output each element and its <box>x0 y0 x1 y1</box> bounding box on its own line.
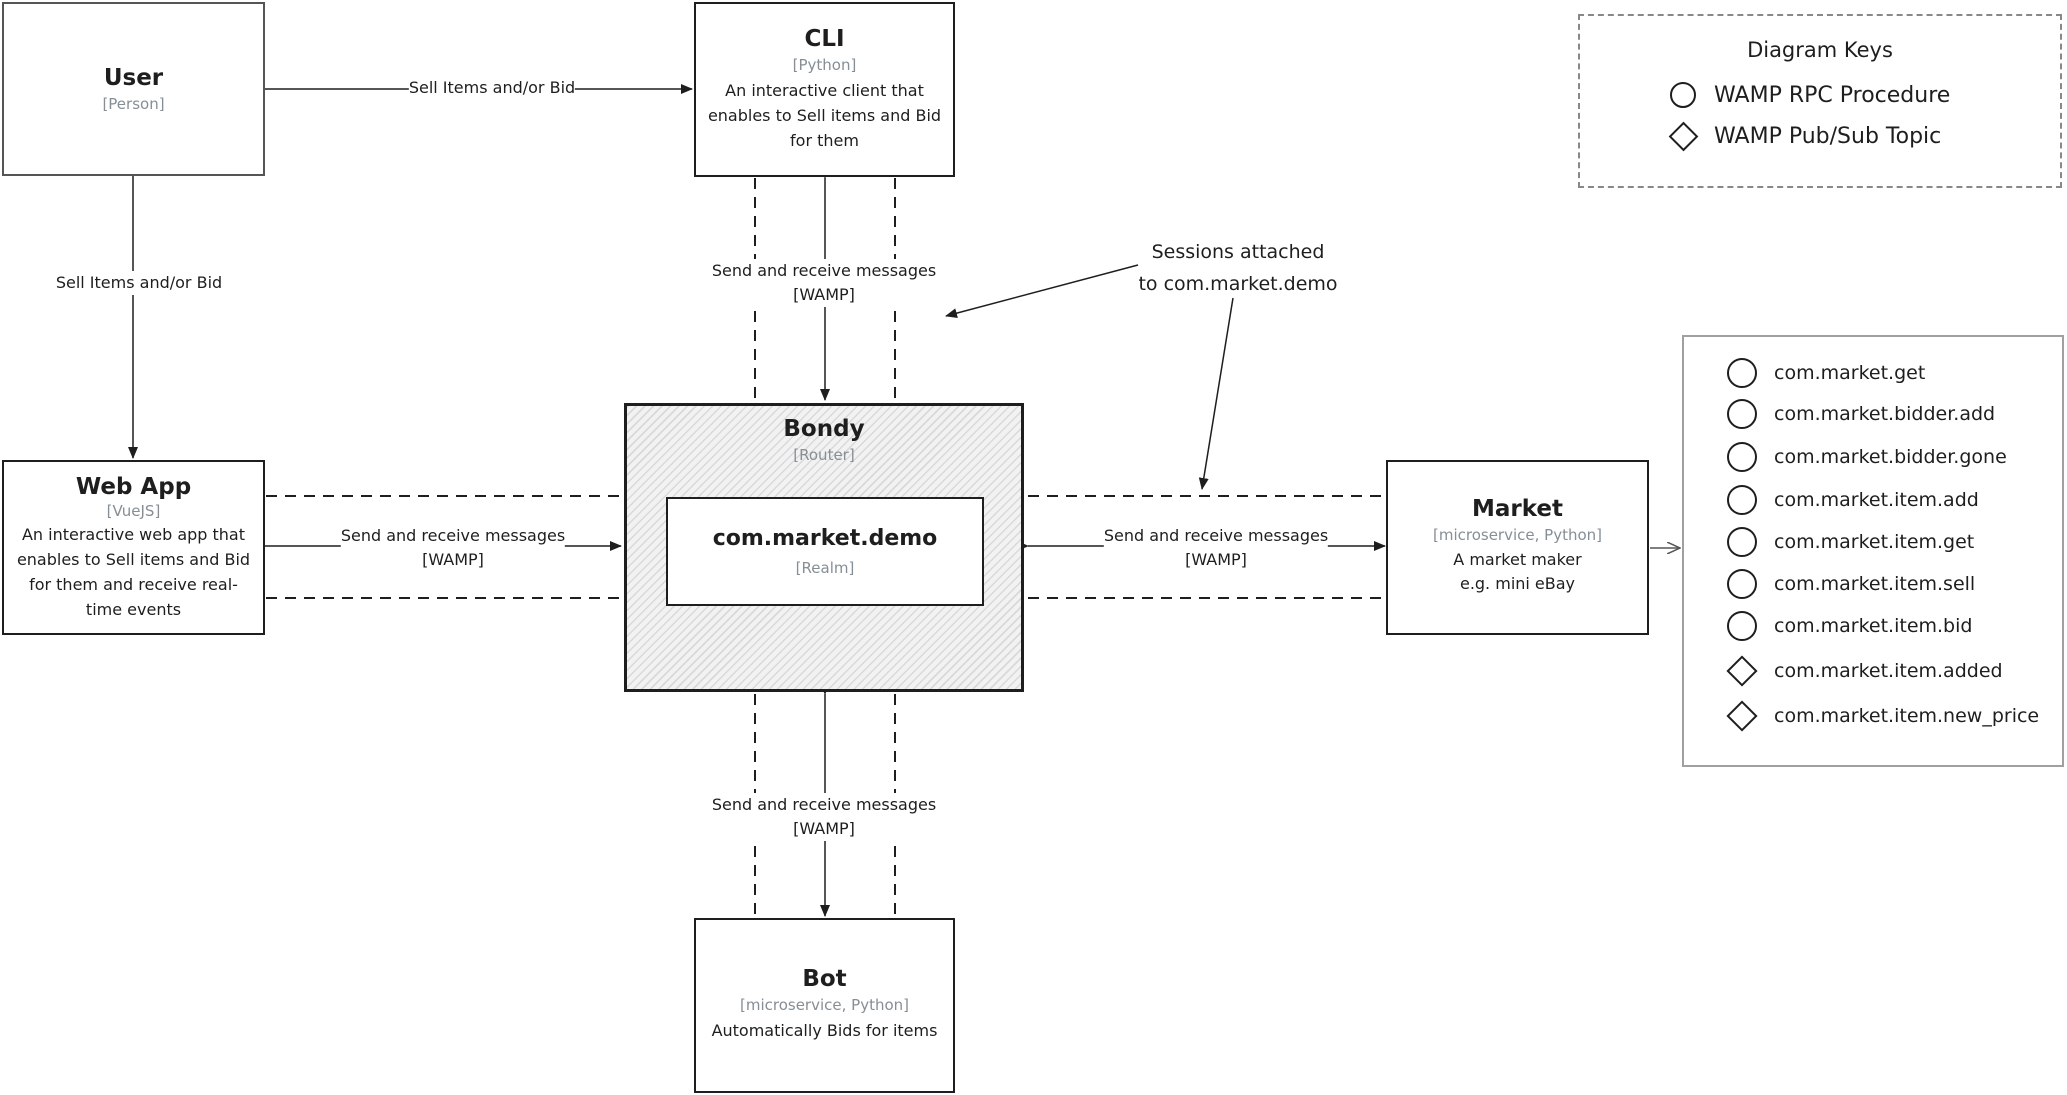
api-list-item: com.market.item.added <box>1726 655 2003 687</box>
market-description-line1: A market maker <box>1453 550 1582 569</box>
bot-box: Bot [microservice, Python] Automatically… <box>694 918 955 1093</box>
label-cli-bondy-line1: Send and receive messages <box>711 261 937 280</box>
api-list-item-name: com.market.item.get <box>1774 531 1975 553</box>
api-list-item-name: com.market.item.added <box>1774 660 2003 682</box>
circle-icon <box>1726 357 1758 389</box>
cli-tech: [Python] <box>792 56 857 74</box>
api-list-item-name: com.market.item.sell <box>1774 573 1976 595</box>
arrow-sessions-to-cli-link <box>945 264 1139 319</box>
label-webapp-bondy-line2: [WAMP] <box>422 550 484 569</box>
label-bot-bondy-messages: Send and receive messages [WAMP] <box>711 793 937 841</box>
bot-tech: [microservice, Python] <box>739 996 909 1014</box>
legend-item-pubsub-label: WAMP Pub/Sub Topic <box>1714 123 1942 149</box>
circle-icon <box>1726 441 1758 473</box>
user-title: User <box>103 65 164 91</box>
api-list-item: com.market.item.new_price <box>1726 700 2039 732</box>
market-tech: [microservice, Python] <box>1432 526 1602 544</box>
legend-item-pubsub: WAMP Pub/Sub Topic <box>1668 121 1941 151</box>
label-sessions-line1: Sessions attached <box>1151 241 1325 263</box>
arrow-sessions-to-market-link <box>1198 297 1234 490</box>
market-api-list: com.market.get com.market.bidder.add com.m… <box>1682 335 2064 767</box>
label-market-bondy-line2: [WAMP] <box>1185 550 1247 569</box>
diamond-icon <box>1726 700 1758 732</box>
api-list-item-name: com.market.item.add <box>1774 489 1979 511</box>
webapp-box: Web App [VueJS] An interactive web app t… <box>2 460 265 635</box>
circle-icon <box>1726 610 1758 642</box>
label-market-bondy-messages: Send and receive messages [WAMP] <box>1103 524 1329 572</box>
realm-tech: [Realm] <box>795 559 855 577</box>
bondy-title: Bondy <box>783 416 865 442</box>
api-list-item: com.market.item.get <box>1726 526 1974 558</box>
api-list-item: com.market.item.bid <box>1726 610 1972 642</box>
realm-title: com.market.demo <box>712 526 938 551</box>
webapp-tech: [VueJS] <box>106 502 161 520</box>
api-list-item: com.market.bidder.add <box>1726 398 1995 430</box>
legend-title: Diagram Keys <box>1747 38 1893 62</box>
bot-title: Bot <box>802 966 847 992</box>
cli-description: An interactive client that enables to Se… <box>707 81 942 150</box>
api-list-item-name: com.market.item.new_price <box>1774 705 2040 727</box>
api-list-item: com.market.item.add <box>1726 484 1979 516</box>
cli-title: CLI <box>804 26 845 52</box>
market-description-line2: e.g. mini eBay <box>1459 574 1576 593</box>
webapp-title: Web App <box>75 474 192 500</box>
realm-box: com.market.demo [Realm] <box>666 497 984 606</box>
user-tech: [Person] <box>102 95 165 113</box>
circle-icon <box>1726 526 1758 558</box>
api-list-item-name: com.market.get <box>1774 362 1926 384</box>
label-user-to-webapp: Sell Items and/or Bid <box>55 271 223 295</box>
market-title: Market <box>1471 496 1564 522</box>
circle-icon <box>1726 398 1758 430</box>
user-box: User [Person] <box>2 2 265 176</box>
api-list-item-name: com.market.bidder.add <box>1774 403 1996 425</box>
label-user-to-cli: Sell Items and/or Bid <box>408 76 576 100</box>
diamond-icon <box>1668 121 1698 151</box>
circle-icon <box>1726 484 1758 516</box>
label-bot-bondy-line1: Send and receive messages <box>711 795 937 814</box>
api-list-item: com.market.bidder.gone <box>1726 441 2007 473</box>
label-cli-bondy-messages: Send and receive messages [WAMP] <box>711 259 937 307</box>
label-bot-bondy-line2: [WAMP] <box>793 819 855 838</box>
label-webapp-bondy-messages: Send and receive messages [WAMP] <box>340 524 566 572</box>
diamond-icon <box>1726 655 1758 687</box>
api-list-item-name: com.market.item.bid <box>1774 615 1973 637</box>
label-cli-bondy-line2: [WAMP] <box>793 285 855 304</box>
webapp-description: An interactive web app that enables to S… <box>16 525 251 619</box>
bot-description: Automatically Bids for items <box>711 1021 938 1040</box>
legend-item-rpc: WAMP RPC Procedure <box>1668 80 1950 110</box>
label-webapp-bondy-line1: Send and receive messages <box>340 526 566 545</box>
api-list-item-name: com.market.bidder.gone <box>1774 446 2007 468</box>
market-box: Market [microservice, Python] A market m… <box>1386 460 1649 635</box>
bondy-tech: [Router] <box>793 446 855 464</box>
circle-icon <box>1726 568 1758 600</box>
label-sessions-line2: to com.market.demo <box>1138 273 1338 295</box>
api-list-item: com.market.item.sell <box>1726 568 1975 600</box>
label-sessions-annotation: Sessions attached to com.market.demo <box>1138 236 1337 300</box>
legend-item-rpc-label: WAMP RPC Procedure <box>1714 82 1951 108</box>
cli-box: CLI [Python] An interactive client that … <box>694 2 955 177</box>
diagram-keys-legend: Diagram Keys WAMP RPC Procedure WAMP Pub… <box>1578 14 2062 188</box>
api-list-item: com.market.get <box>1726 357 1925 389</box>
circle-icon <box>1668 80 1698 110</box>
label-market-bondy-line1: Send and receive messages <box>1103 526 1329 545</box>
